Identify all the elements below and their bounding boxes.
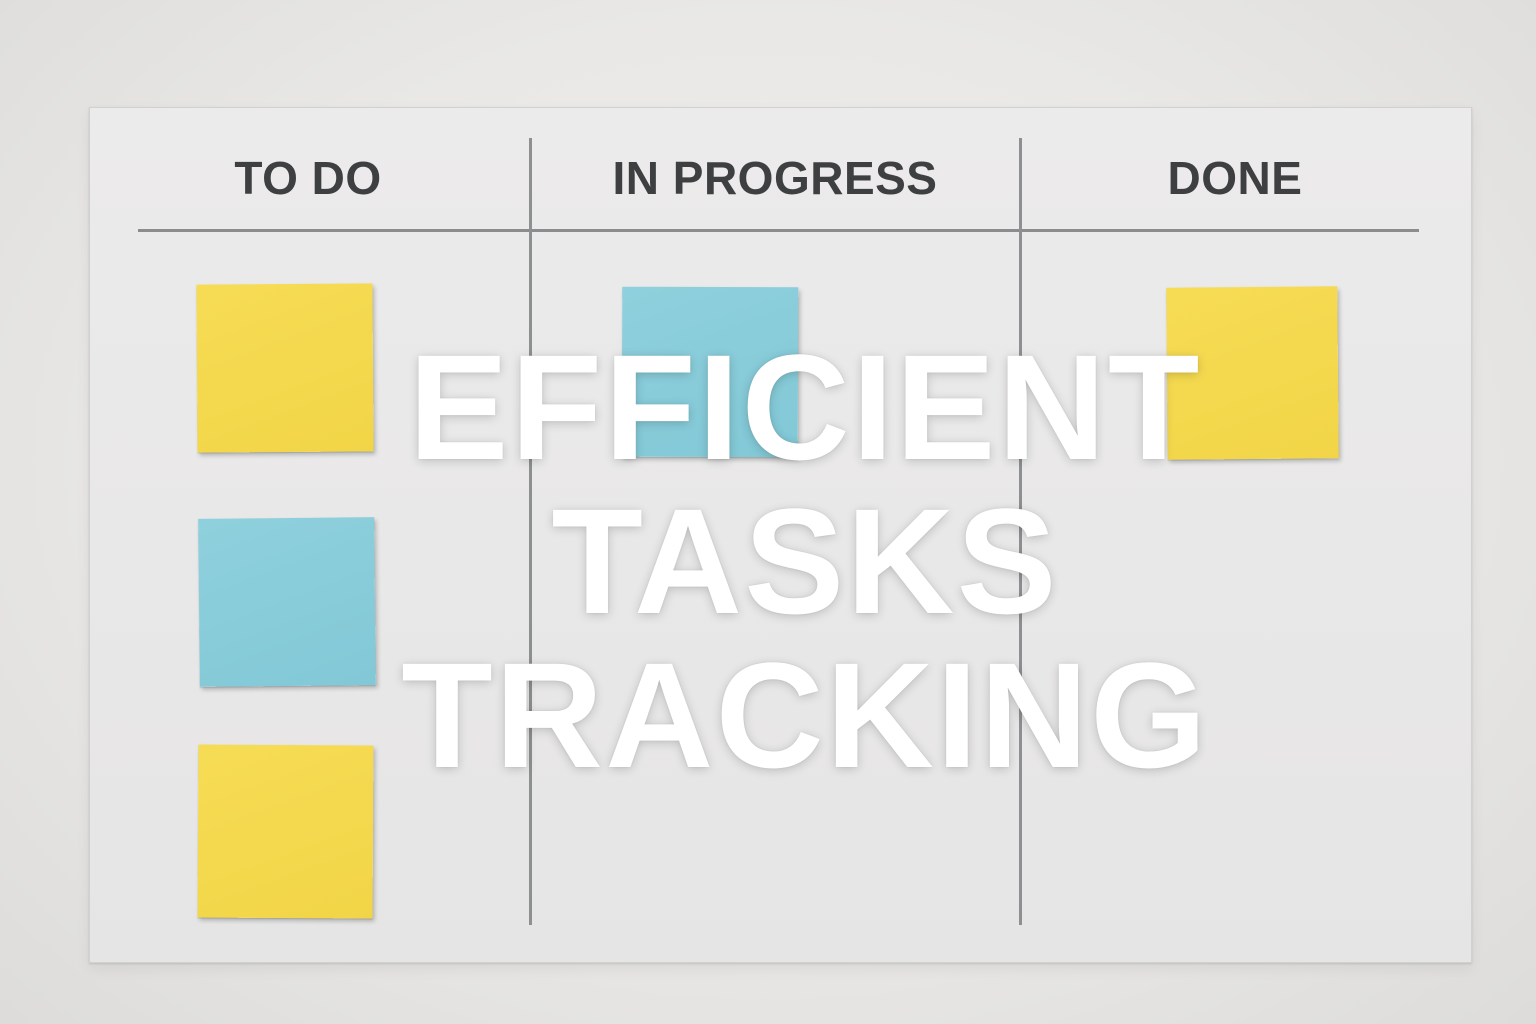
- sticky-note-todo-3: [197, 744, 374, 919]
- column-header-in-progress: IN PROGRESS: [612, 152, 938, 204]
- overlay-title-line-1: EFFICIENT: [408, 323, 1202, 491]
- sticky-note-todo-1: [196, 283, 374, 453]
- header-divider: [138, 229, 1419, 232]
- overlay-title-line-2: TASKS: [551, 477, 1059, 645]
- column-divider-1: [529, 138, 532, 925]
- sticky-note-todo-2: [198, 517, 376, 687]
- overlay-title-line-3: TRACKING: [401, 631, 1209, 799]
- overlay-title: EFFICIENT TASKS TRACKING: [380, 330, 1230, 792]
- column-header-todo: TO DO: [234, 152, 382, 204]
- column-divider-2: [1019, 138, 1022, 925]
- column-header-done: DONE: [1167, 152, 1303, 204]
